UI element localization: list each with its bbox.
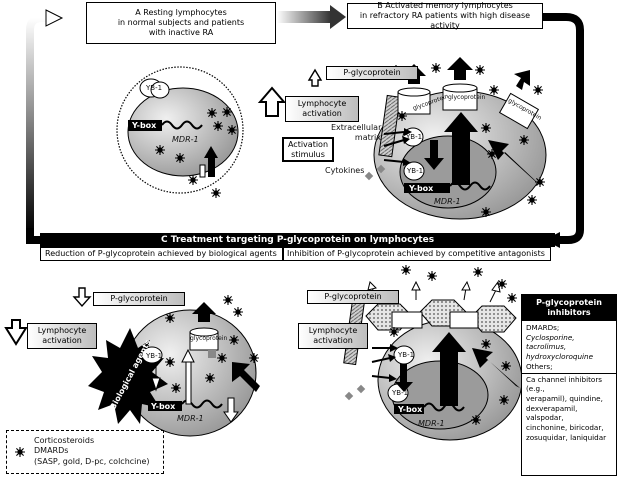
inhibitors-ca-4: cinchonine, biricodar,: [526, 423, 604, 433]
pgp-inhibitors-body: DMARDs; Cyclosporine, tacrolimus, hydrox…: [522, 321, 616, 445]
pgp-label-b: P-glycoprotein: [326, 66, 418, 80]
inhibitors-ca-3: dexverapamil, valspodar,: [526, 403, 578, 423]
panel-b-title: B Activated memory lymphocytes in refrac…: [347, 1, 543, 30]
lymph-activation-b-line1: Lymphocyte: [297, 99, 347, 108]
panel-b-title-line1: B Activated memory lymphocytes: [377, 1, 513, 10]
pgp-inhibitors-header-line1: P-glycoprotein: [536, 298, 602, 307]
ybox-label-c-left: Y-box: [151, 402, 176, 411]
inhibitors-ca-5: zosuquidar, laniquidar: [526, 432, 607, 442]
inhibitors-ca-1: Ca channel inhibitors (e.g.,: [526, 374, 603, 394]
activation-stimulus-line1: Activation: [287, 139, 329, 149]
mdr1-label-c-left: MDR-1: [177, 414, 204, 423]
lymph-activation-c-left-line2: activation: [42, 336, 82, 345]
ecm-label-line2: matrix: [354, 132, 381, 142]
panel-a-title-line2: in normal subjects and patients: [117, 18, 245, 27]
ybox-label-b: Y-box: [409, 184, 434, 193]
activation-up-arrow-icon: [257, 86, 287, 117]
pgp-inhibitors-header-line2: inhibitors: [547, 308, 591, 317]
cytokines-label: Cytokines: [325, 166, 365, 175]
ecm-label-line1: Extracellular: [331, 123, 382, 132]
pgp-down-arrow-icon: [72, 287, 92, 308]
yb1-label-c-right1: YB-1: [398, 351, 415, 359]
lymph-activation-c-right: Lymphocyte activation: [298, 323, 368, 349]
lymph-activation-b: Lymphocyte activation: [285, 96, 359, 122]
legend-box: [6, 430, 164, 474]
lymph-activation-c-right-line2: activation: [313, 336, 353, 345]
resting-lymphocyte-cell: [116, 66, 244, 194]
a-to-b-arrow: [277, 5, 346, 29]
lymph-activation-c-right-line1: Lymphocyte: [308, 326, 358, 335]
pgp-inhibitors-box: P-glycoprotein inhibitors DMARDs; Cyclos…: [521, 294, 617, 476]
activation-stimulus-line2: stimulus: [291, 149, 325, 159]
pgp-membrane-label-b2: glycoprotein: [448, 94, 486, 101]
yb1-label-b2: YB-1: [407, 167, 424, 175]
pgp-membrane-label-c-left: glycoprotein: [190, 335, 228, 342]
yb1-label-c-left: YB-1: [146, 352, 163, 360]
panel-a-title-line1: A Resting lymphocytes: [135, 8, 227, 17]
activation-down-arrow-icon: [4, 319, 28, 346]
panel-a-title-line3: with inactive RA: [148, 28, 214, 37]
ecm-label: Extracellular matrix: [331, 123, 381, 142]
treated-cell-inhibitors: [343, 280, 523, 441]
panel-c-right-caption: Inhibition of P-glycoprotein achieved by…: [283, 247, 551, 261]
treated-cell-biologics: [88, 302, 260, 437]
cycle-loop: [26, 9, 584, 248]
lymph-activation-b-line2: activation: [302, 109, 342, 118]
mdr1-label-b: MDR-1: [434, 197, 461, 206]
panel-c-left-caption: Reduction of P-glycoprotein achieved by …: [40, 247, 283, 261]
lymph-activation-c-left-line1: Lymphocyte: [37, 326, 87, 335]
inhibitors-dmards: DMARDs;: [526, 323, 560, 332]
activated-lymphocyte-cell: [364, 57, 547, 220]
panel-b-title-line2: in refractory RA patients with high dise…: [359, 11, 531, 30]
activation-stimulus-box: Activation stimulus: [282, 137, 334, 162]
inhibitors-dmards-list-2: hydroxycloroquine: [526, 352, 594, 362]
panel-c-title: C Treatment targeting P-glycoprotein on …: [40, 233, 555, 247]
inhibitors-dmards-list-1: Cyclosporine, tacrolimus,: [526, 332, 575, 352]
inhibitors-others: Others;: [526, 361, 553, 371]
legend-line3: (SASP, gold, D-pc, colchcine): [34, 457, 150, 466]
inhibitors-ca-2: verapamil), quindine,: [526, 394, 603, 404]
pgp-membrane-icon: [397, 83, 540, 130]
yb1-label-b1: YB-1: [406, 133, 423, 141]
legend-line1: Corticosteroids: [34, 436, 95, 445]
biological-agents-burst: [88, 328, 168, 424]
pgp-up-arrow-icon: [307, 68, 323, 87]
ybox-label-c-right: Y-box: [398, 405, 423, 414]
mdr1-label-c-right: MDR-1: [418, 419, 445, 428]
lymph-activation-c-left: Lymphocyte activation: [27, 323, 97, 349]
pgp-inhibitor-complex-icon: [365, 299, 517, 333]
legend-line2: DMARDs: [34, 446, 69, 455]
yb1-label-c-right2: YB-1: [392, 389, 409, 397]
yb1-label-a: YB-1: [146, 84, 163, 92]
ybox-label-a: Y-box: [132, 121, 157, 130]
mdr1-label-a: MDR-1: [172, 135, 199, 144]
pgp-label-c-right: P-glycoprotein: [307, 290, 399, 304]
pgp-inhibitors-header: P-glycoprotein inhibitors: [522, 295, 616, 321]
pgp-label-c-left: P-glycoprotein: [93, 292, 185, 306]
panel-a-title: A Resting lymphocytes in normal subjects…: [86, 2, 276, 44]
